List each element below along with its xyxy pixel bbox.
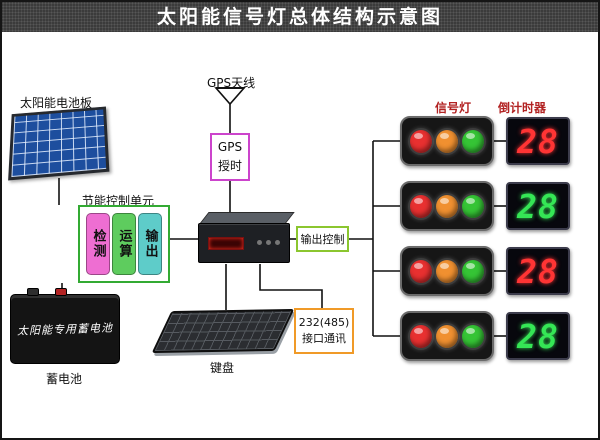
yellow-lamp — [434, 127, 460, 155]
controller-buttons — [257, 240, 280, 245]
countdown-timers-label: 倒计时器 — [498, 101, 547, 115]
countdown-value: 28 — [517, 186, 559, 226]
keyboard-image — [151, 308, 295, 354]
interface-comm-box: 232(485) 接口通讯 — [294, 308, 354, 354]
module-detect-label: 检测 — [90, 229, 106, 259]
red-lamp — [408, 257, 434, 285]
traffic-light-module-4 — [400, 311, 494, 361]
module-detect: 检测 — [86, 213, 110, 275]
yellow-lamp — [434, 192, 460, 220]
red-lamp — [408, 322, 434, 350]
yellow-lamp — [434, 257, 460, 285]
gps-timing-line2: 授时 — [217, 159, 242, 173]
gps-timing-box: GPS 授时 — [210, 133, 250, 181]
battery-terminal — [27, 288, 39, 296]
traffic-light-module-1 — [400, 116, 494, 166]
countdown-value: 28 — [517, 121, 559, 161]
module-output: 输出 — [138, 213, 162, 275]
output-control-box: 输出控制 — [296, 226, 349, 252]
traffic-light-module-3 — [400, 246, 494, 296]
interface-comm-line2: 接口通讯 — [302, 332, 346, 345]
green-lamp — [460, 322, 486, 350]
green-lamp — [460, 192, 486, 220]
green-lamp — [460, 257, 486, 285]
battery-body-text: 太阳能专用蓄电池 — [16, 321, 114, 338]
solar-panel-image — [8, 106, 110, 181]
countdown-value: 28 — [517, 316, 559, 356]
module-compute: 运算 — [112, 213, 136, 275]
battery-image: 太阳能专用蓄电池 — [10, 288, 120, 364]
control-unit-box: 检测 运算 输出 — [78, 205, 170, 283]
controller-led-display — [208, 237, 244, 250]
countdown-timer-2: 28 — [506, 182, 570, 230]
page-title: 太阳能信号灯总体结构示意图 — [2, 2, 598, 32]
solar-panel-label: 太阳能电池板 — [20, 96, 93, 110]
gps-antenna-label: GPS天线 — [207, 76, 256, 90]
traffic-light-module-2 — [400, 181, 494, 231]
countdown-timer-3: 28 — [506, 247, 570, 295]
keyboard-label: 键盘 — [210, 361, 235, 375]
yellow-lamp — [434, 322, 460, 350]
interface-comm-line1: 232(485) — [298, 315, 350, 329]
countdown-timer-1: 28 — [506, 117, 570, 165]
green-lamp — [460, 127, 486, 155]
battery-label: 蓄电池 — [46, 372, 83, 386]
controller-device — [198, 212, 295, 264]
red-lamp — [408, 192, 434, 220]
module-output-label: 输出 — [142, 229, 158, 259]
battery-terminal-red — [55, 288, 67, 296]
signal-lights-label: 信号灯 — [435, 101, 472, 115]
countdown-value: 28 — [517, 251, 559, 291]
countdown-timer-4: 28 — [506, 312, 570, 360]
gps-timing-line1: GPS — [217, 139, 243, 154]
module-compute-label: 运算 — [116, 229, 132, 259]
red-lamp — [408, 127, 434, 155]
output-control-label: 输出控制 — [300, 233, 345, 246]
control-unit-label: 节能控制单元 — [82, 194, 155, 208]
